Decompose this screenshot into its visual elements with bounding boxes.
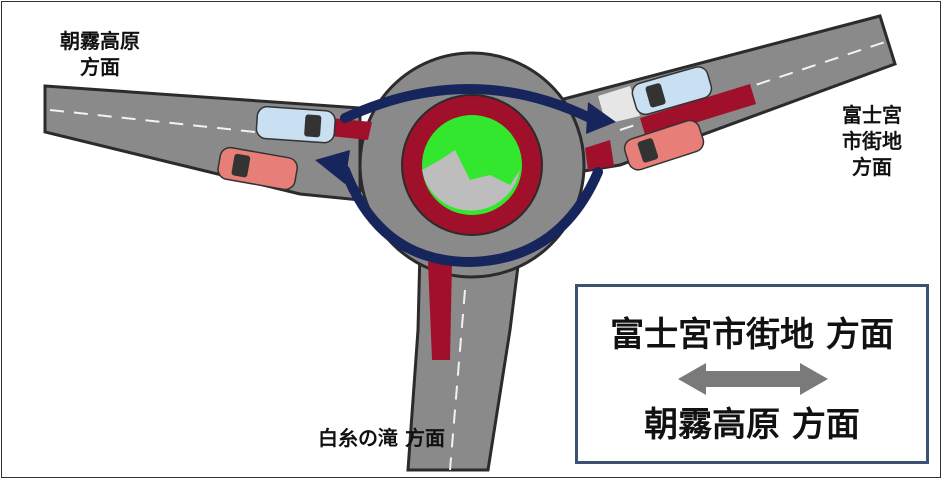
- splitter-northeast: [585, 140, 614, 170]
- flow-arrow-icon: [340, 84, 595, 123]
- crosswalk-ne: [598, 86, 640, 124]
- label-asagiri-direction: 朝霧高原 方面: [60, 29, 140, 79]
- label-shiraito-direction: 白糸の滝 方面: [318, 426, 445, 450]
- traffic-flow-arrows: [315, 84, 616, 268]
- cars: [217, 66, 713, 191]
- median-ne: [640, 84, 756, 138]
- double-headed-arrow-icon: [678, 363, 828, 395]
- car-icon: [631, 66, 713, 116]
- direction-legend-box: 富士宮市街地 方面 朝霧高原 方面: [575, 284, 929, 464]
- label-fujinomiya-direction: 富士宮 市街地 方面: [842, 103, 902, 179]
- road-west: [43, 84, 362, 202]
- legend-bottom-text: 朝霧高原 方面: [644, 405, 860, 445]
- car-icon: [217, 146, 298, 191]
- car-icon: [255, 105, 336, 144]
- lane-line-south: [449, 289, 466, 471]
- car-icon: [623, 119, 705, 171]
- splitter-west: [330, 118, 372, 140]
- flow-arrow-head-east: [586, 102, 616, 134]
- legend-top-text: 富士宮市街地 方面: [610, 315, 894, 355]
- flow-arrow-head-west: [315, 150, 350, 184]
- splitter-islands: [330, 84, 756, 360]
- splitter-south: [428, 262, 452, 360]
- flow-arrow-icon: [340, 165, 603, 268]
- central-island-shade: [422, 150, 520, 211]
